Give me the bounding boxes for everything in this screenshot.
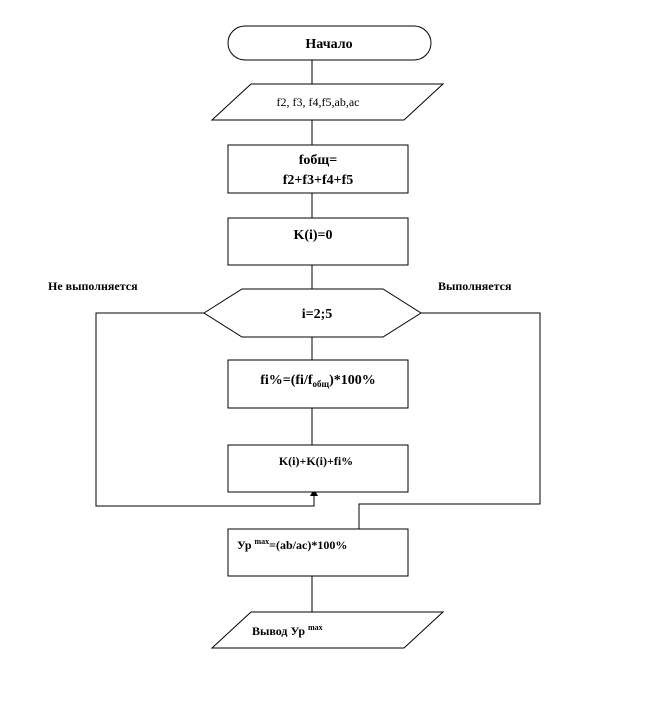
result-main: Ур (237, 538, 255, 552)
output-main: Вывод Ур (252, 624, 308, 638)
loop-label: i=2;5 (302, 307, 333, 322)
result-formula: Ур max=(ab/ac)*100% (237, 537, 347, 552)
input-label: f2, f3, f4,f5,ab,ac (277, 95, 360, 109)
percent-sub: общ (313, 379, 330, 389)
sum-line1: fобщ= (299, 153, 337, 168)
sum-line2: f2+f3+f4+f5 (283, 173, 354, 188)
init-process-box (227, 217, 409, 266)
result-process-box (227, 528, 409, 577)
percent-formula: fi%=(fi/fобщ)*100% (260, 373, 376, 389)
exit-path (358, 312, 541, 529)
loop-hexagon (203, 288, 422, 338)
output-parallelogram (210, 611, 445, 649)
percent-process-box (227, 359, 409, 409)
branch-label-right: Выполняется (438, 279, 512, 293)
percent-tail: )*100% (329, 373, 376, 388)
start-terminator (227, 25, 432, 61)
output-label: Вывод Ур max (252, 623, 323, 638)
sum-process-box (227, 144, 409, 194)
branch-label-left: Не выполняется (48, 279, 138, 293)
output-sup: max (308, 623, 323, 632)
loop-back-path (95, 312, 315, 507)
input-parallelogram (210, 83, 445, 121)
init-label: K(i)=0 (293, 228, 332, 243)
result-tail: =(ab/ac)*100% (269, 538, 347, 552)
percent-main: fi%=(fi/f (260, 373, 313, 388)
accum-label: K(i)+K(i)+fi% (279, 454, 353, 468)
result-sup: max (255, 537, 270, 546)
start-label: Начало (305, 37, 352, 52)
accum-process-box (227, 444, 409, 493)
